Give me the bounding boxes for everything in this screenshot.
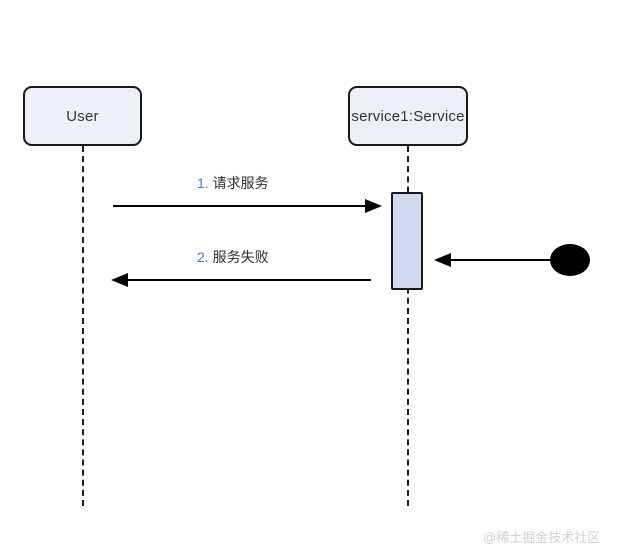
lifeline-service	[407, 146, 409, 506]
participant-label-user: User	[66, 107, 99, 125]
found-message-node-icon	[550, 244, 590, 276]
message-label-1: 1. 请求服务	[197, 173, 269, 193]
found-message-arrowhead	[434, 253, 451, 267]
message-arrowhead-1	[365, 199, 382, 213]
message-number-1: 1.	[197, 175, 209, 191]
participant-label-service: service1:Service	[351, 107, 465, 125]
message-label-2: 2. 服务失败	[197, 247, 269, 267]
watermark-text: @稀土掘金技术社区	[483, 530, 601, 545]
message-text-2: 服务失败	[212, 249, 269, 265]
message-line-2	[119, 279, 371, 281]
participant-box-user[interactable]: User	[23, 86, 142, 146]
message-arrowhead-2	[111, 273, 128, 287]
lifeline-user	[82, 146, 84, 506]
message-line-1	[113, 205, 365, 207]
activation-bar-service[interactable]	[391, 192, 423, 290]
message-number-2: 2.	[197, 249, 209, 265]
found-message-line	[441, 259, 553, 261]
message-text-1: 请求服务	[212, 175, 269, 191]
participant-box-service[interactable]: service1:Service	[348, 86, 468, 146]
